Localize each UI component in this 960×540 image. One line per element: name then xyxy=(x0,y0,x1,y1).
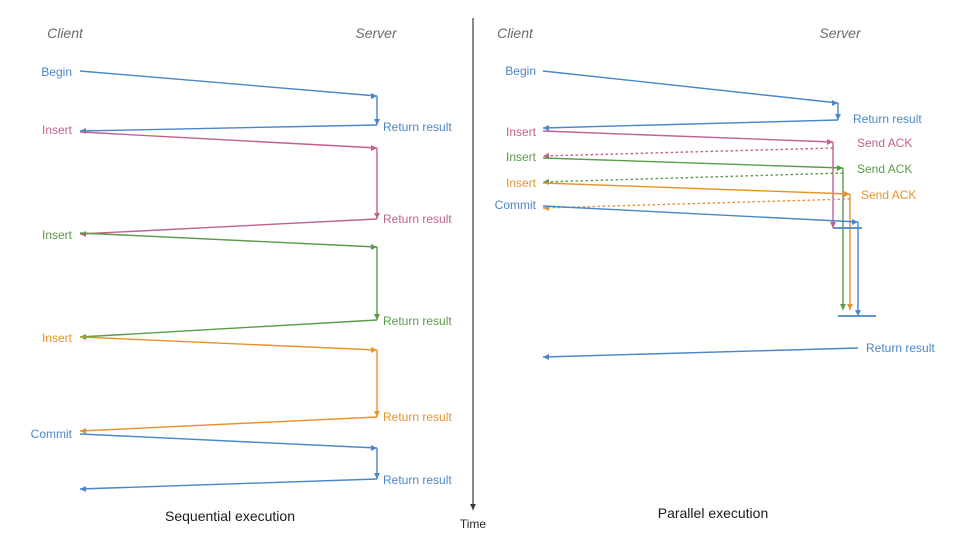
client-message-label-0: Begin xyxy=(505,64,536,78)
flow-insert-3-request xyxy=(79,336,380,434)
insert-1-request-response-arrow xyxy=(79,218,378,237)
client-lane-title: Client xyxy=(497,25,534,41)
flow-insert-1-request xyxy=(79,131,380,237)
server-message-label-0: Return result xyxy=(853,112,922,126)
server-message-label-1: Send ACK xyxy=(857,136,912,150)
time-axis-layer: Time xyxy=(460,18,487,531)
time-axis-label: Time xyxy=(460,517,487,531)
client-message-label-4: Commit xyxy=(495,198,537,212)
commit-request-request-arrow xyxy=(79,433,378,451)
server-lane-title: Server xyxy=(355,25,398,41)
client-message-label-4: Commit xyxy=(31,427,73,441)
begin-request-request-arrow xyxy=(79,70,378,99)
server-message-label-1: Return result xyxy=(383,212,452,226)
server-message-label-4: Return result xyxy=(383,473,452,487)
client-message-label-1: Insert xyxy=(506,125,537,139)
client-message-label-2: Insert xyxy=(506,150,537,164)
server-message-label-2: Send ACK xyxy=(857,162,912,176)
insert-2-request-response-arrow xyxy=(79,319,378,340)
client-lane-title: Client xyxy=(47,25,84,41)
panel-caption-sequential: Sequential execution xyxy=(165,508,295,524)
flow-begin-request xyxy=(79,70,380,134)
server-message-label-3: Return result xyxy=(383,410,452,424)
client-message-label-2: Insert xyxy=(42,228,73,242)
commit-request-request-arrow xyxy=(542,205,859,225)
insert-3-request-request-arrow xyxy=(542,182,851,197)
client-message-label-3: Insert xyxy=(506,176,537,190)
client-message-label-1: Insert xyxy=(42,123,73,137)
commit-request-response-arrow xyxy=(542,347,859,360)
server-message-label-2: Return result xyxy=(383,314,452,328)
flow-insert-2-request xyxy=(79,232,380,340)
insert-2-request-response-arrow xyxy=(542,172,844,185)
insert-2-request-request-arrow xyxy=(542,157,844,171)
begin-request-response-arrow xyxy=(542,119,839,131)
begin-request-request-arrow xyxy=(542,70,839,106)
insert-3-request-request-arrow xyxy=(79,336,378,353)
flow-commit-request xyxy=(79,433,380,492)
server-message-label-4: Return result xyxy=(866,341,935,355)
flow-insert-1-request xyxy=(542,130,836,228)
insert-1-request-request-arrow xyxy=(542,130,834,145)
server-message-label-0: Return result xyxy=(383,120,452,134)
client-message-label-3: Insert xyxy=(42,331,73,345)
commit-request-response-arrow xyxy=(79,478,378,492)
insert-3-request-response-arrow xyxy=(542,198,851,211)
flow-insert-2-request xyxy=(542,157,846,310)
insert-1-request-request-arrow xyxy=(79,131,378,151)
insert-2-request-request-arrow xyxy=(79,232,378,250)
panel-caption-parallel: Parallel execution xyxy=(658,505,769,521)
client-message-label-0: Begin xyxy=(41,65,72,79)
flow-begin-request xyxy=(542,70,841,131)
server-message-label-3: Send ACK xyxy=(861,188,916,202)
begin-request-response-arrow xyxy=(79,124,378,134)
insert-1-request-response-arrow xyxy=(542,147,834,159)
flow-commit-request xyxy=(542,205,861,360)
flow-insert-3-request xyxy=(542,182,853,310)
server-lane-title: Server xyxy=(819,25,862,41)
insert-3-request-response-arrow xyxy=(79,416,378,434)
